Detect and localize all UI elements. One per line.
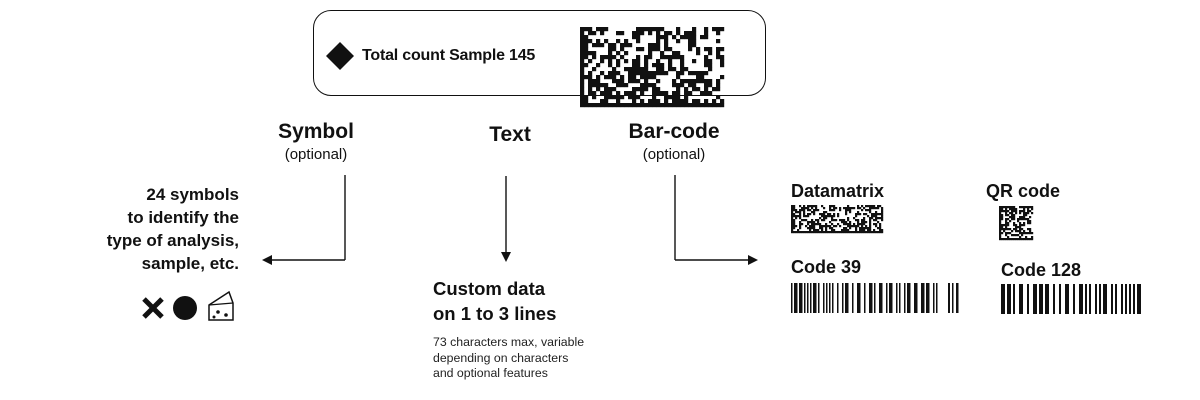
arrowhead-right-icon (748, 255, 758, 265)
arrowhead-left-icon (262, 255, 272, 265)
symbol-optional-note: (optional) (284, 146, 348, 163)
cheese-icon (208, 290, 234, 321)
code39-label: Code 39 (791, 257, 862, 277)
code128-barcode (1001, 284, 1141, 314)
barcode-heading: Bar-code (628, 120, 720, 143)
symbol-description-line: sample, etc. (141, 254, 239, 273)
datamatrix-code (791, 205, 884, 234)
symbol-heading: Symbol (278, 120, 354, 143)
qr-code-label: QR code (986, 181, 1061, 201)
circle-icon (173, 296, 197, 320)
datamatrix-label: Datamatrix (791, 181, 885, 201)
cross-icon (142, 297, 164, 319)
text-detail-line: 73 characters max, variable (433, 335, 585, 349)
datamatrix-code-in-label (580, 27, 725, 108)
barcode-optional-note: (optional) (642, 146, 706, 163)
text-description-title: Custom data on 1 to 3 lines (433, 276, 556, 326)
code39-barcode (791, 283, 959, 313)
text-detail-line: and optional features (433, 366, 548, 380)
text-detail-line: depending on characters (433, 350, 569, 365)
label-text: Total count Sample 145 (362, 47, 536, 64)
arrowhead-down-icon (501, 252, 511, 262)
text-heading: Text (489, 123, 531, 146)
symbol-description-line: to identify the (127, 208, 239, 227)
text-description-line: Custom data (433, 278, 546, 299)
symbol-description-line: 24 symbols (146, 185, 239, 204)
text-description-detail: 73 characters max, variable depending on… (433, 335, 584, 382)
symbol-description: 24 symbols to identify the type of analy… (19, 183, 239, 275)
symbol-description-line: type of analysis, (106, 231, 239, 250)
text-description-line: on 1 to 3 lines (433, 303, 557, 324)
code128-label: Code 128 (1001, 260, 1082, 280)
diamond-icon (326, 42, 354, 70)
qr-code (999, 206, 1034, 241)
